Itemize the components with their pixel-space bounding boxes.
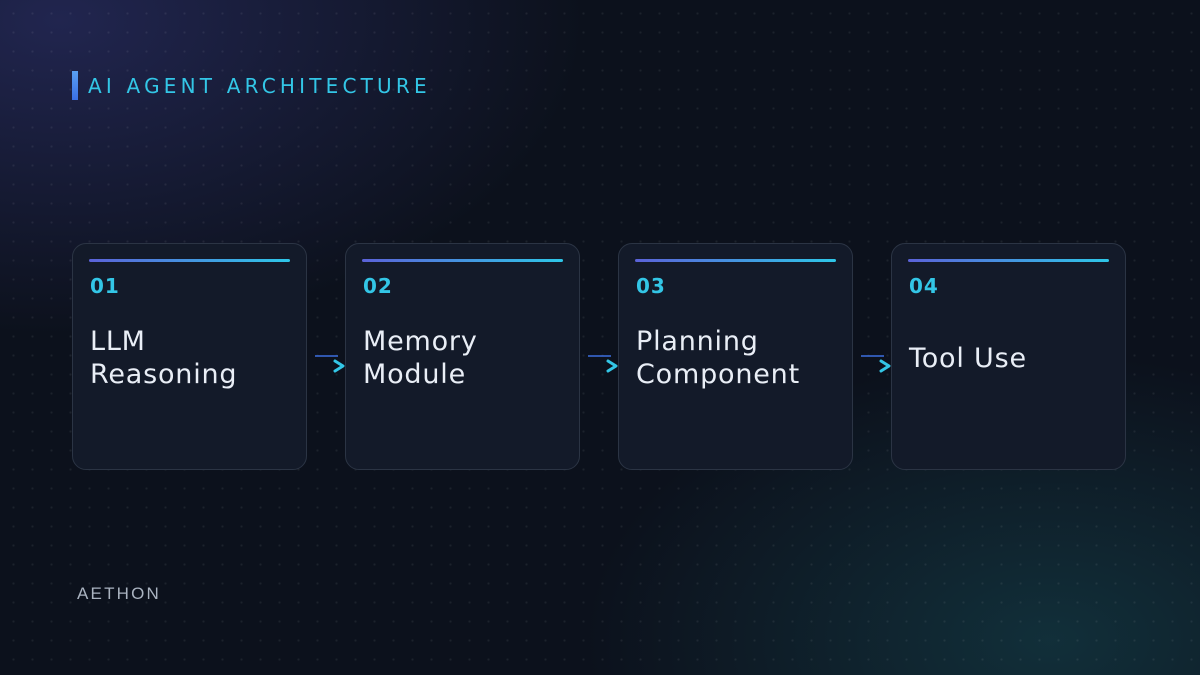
section-title-text: AI AGENT ARCHITECTURE (88, 73, 431, 98)
step-card-4: 04 Tool Use (891, 243, 1126, 470)
step-label: LLM Reasoning (90, 326, 238, 390)
card-accent-line (635, 259, 836, 262)
card-accent-line (362, 259, 563, 262)
step-number: 01 (90, 274, 120, 298)
title-accent-bar (72, 71, 78, 100)
step-card-2: 02 Memory Module (345, 243, 580, 470)
step-card-3: 03 Planning Component (618, 243, 853, 470)
step-number: 04 (909, 274, 939, 298)
step-number: 02 (363, 274, 393, 298)
step-card-1: 01 LLM Reasoning (72, 243, 307, 470)
brand-wordmark: AETHON (77, 584, 161, 603)
arrow-connector-2 (588, 355, 618, 373)
card-accent-line (89, 259, 290, 262)
step-label: Planning Component (636, 326, 800, 390)
aethon-logo: AETHON (77, 584, 161, 603)
section-title: AI AGENT ARCHITECTURE (72, 71, 431, 100)
card-accent-line (908, 259, 1109, 262)
arrow-connector-1 (315, 355, 345, 373)
step-label: Memory Module (363, 326, 478, 390)
step-label: Tool Use (909, 342, 1027, 374)
step-number: 03 (636, 274, 666, 298)
arrow-connector-3 (861, 355, 891, 373)
